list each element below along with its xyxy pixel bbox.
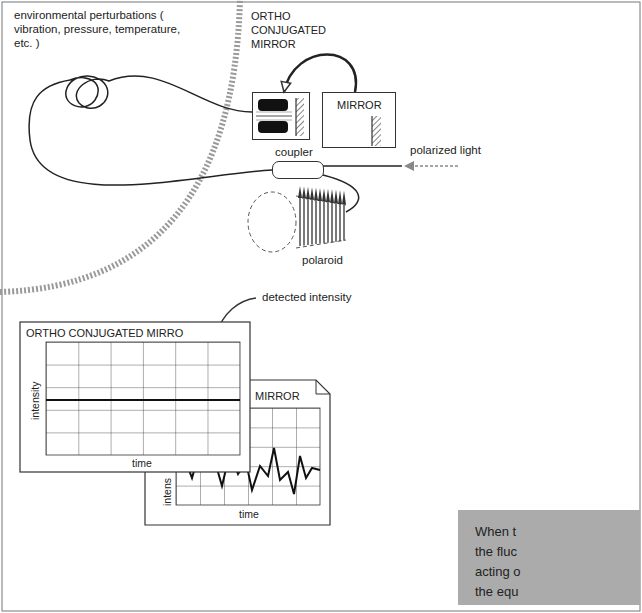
- polarizer-line: [327, 202, 328, 242]
- note-text: When t: [475, 524, 516, 540]
- mirror-box: MIRROR: [322, 92, 396, 148]
- chart-title: ORTHO CONJUGATED MIRRO: [26, 326, 183, 340]
- chart-title: MIRROR: [255, 389, 300, 403]
- page-fold: [316, 380, 330, 394]
- axis-label: time: [239, 508, 259, 521]
- note-box: When t the fluc acting o the equ: [458, 510, 640, 605]
- polarizer-line: [307, 199, 308, 245]
- polarizer-tip: [334, 190, 338, 204]
- device-label: MIRROR: [337, 99, 382, 112]
- mirror-hatch: [372, 116, 381, 146]
- polarizer-tip: [318, 188, 322, 201]
- note-text: the fluc: [475, 544, 517, 560]
- crystal: [258, 99, 288, 111]
- environment-boundary: [0, 0, 240, 292]
- fiber-core: [256, 116, 292, 117]
- mirror-surface: [295, 98, 296, 136]
- intensity-chart: ORTHO CONJUGATED MIRRO intensity time: [20, 322, 250, 472]
- light-label: polarized light: [410, 143, 481, 157]
- polarizer-line: [319, 201, 320, 244]
- axis-label: intens: [161, 478, 174, 506]
- polarizer-tip: [342, 190, 346, 204]
- polarizer-tip: [302, 186, 306, 198]
- light-arrow: [412, 165, 458, 167]
- fiber-core: [256, 120, 292, 121]
- coupler: coupler: [272, 161, 324, 179]
- polarizer-line: [323, 202, 324, 244]
- polarizer-line: [311, 200, 312, 245]
- arrowhead: [281, 81, 290, 92]
- polarizer-line: [299, 198, 300, 246]
- polarizer-line: [303, 199, 304, 246]
- polarizer-line: [315, 200, 316, 244]
- axis-label: time: [132, 457, 152, 470]
- mirror-hatch: [296, 98, 304, 136]
- polarizer-tip: [310, 187, 314, 200]
- steady-signal: [46, 399, 240, 401]
- polarizer-line: [331, 203, 332, 242]
- arrowhead: [404, 161, 414, 171]
- chart-panel: [20, 322, 250, 472]
- component-label: coupler: [275, 145, 313, 159]
- ortho-conjugated-mirror-box: ORTHO CONJUGATED MIRROR: [252, 92, 310, 140]
- polarizer-tip: [298, 186, 302, 198]
- note-text: acting o: [475, 564, 521, 580]
- environment-label: environmental perturbations ( vibration,…: [14, 8, 192, 50]
- polarizer-tip: [326, 189, 330, 202]
- replacement-arrow: [284, 55, 356, 93]
- polaroid-label: polaroid: [302, 253, 343, 267]
- polarizer-tip: [314, 188, 318, 201]
- polarizer-line: [343, 205, 344, 241]
- fiber-core: [256, 112, 292, 113]
- fiber: [323, 165, 402, 167]
- axis-label: intensity: [29, 381, 42, 420]
- intensity-chart: MIRROR intens time: [145, 380, 330, 525]
- polaroid-filter: [298, 186, 346, 246]
- chart-grid: [46, 342, 240, 455]
- polarizer-line: [335, 203, 336, 241]
- crystal: [258, 121, 288, 133]
- polarizer-tip: [306, 187, 310, 199]
- note-text: the equ: [475, 584, 518, 600]
- device-label: ORTHO CONJUGATED MIRROR: [251, 9, 346, 51]
- mirror-surface: [371, 116, 372, 146]
- polarizer-line: [339, 204, 340, 241]
- detected-intensity-label: detected intensity: [262, 290, 352, 304]
- fiber-connector: [29, 76, 272, 185]
- polarizer-tip: [338, 190, 342, 204]
- polarizer-tip: [330, 189, 334, 203]
- polarizer-tip: [322, 188, 326, 201]
- beam-outline: [248, 192, 296, 252]
